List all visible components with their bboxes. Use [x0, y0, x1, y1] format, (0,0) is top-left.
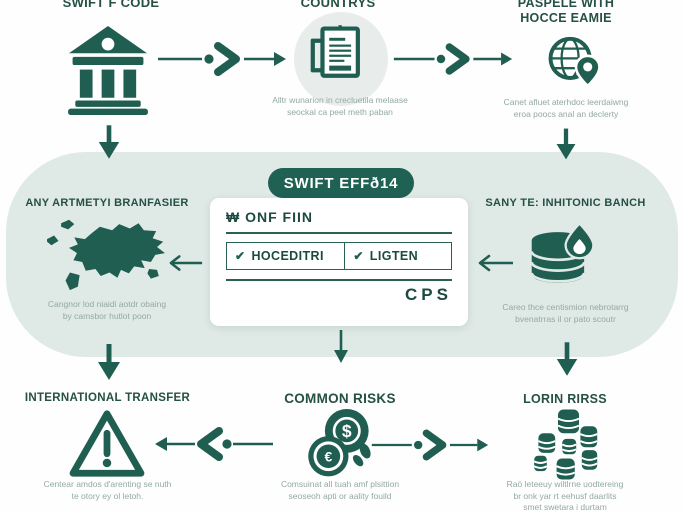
top-col2-caption: Alltr wunarion in crecluetila melaase se…	[240, 95, 440, 118]
caption-line: eroa poocs anal an declerty	[513, 108, 619, 119]
euro-symbol: €	[324, 449, 332, 465]
caption-line: by camsbor hutlot poon	[62, 310, 152, 321]
form-footer-label: CPS	[405, 285, 452, 304]
arrow-right-icon	[392, 41, 514, 77]
caption-line: Canet afluet aterhdoc leerdaiwng	[503, 97, 629, 107]
caption-line: Cangnor lod niaidi aotdr obaing	[47, 299, 167, 309]
documents-icon	[309, 25, 373, 86]
bottom-col1-caption: Centear amdos d'arenting se nuth te otor…	[5, 479, 210, 502]
title-line: HOCCE EAMIE	[520, 11, 612, 25]
top-col2-title: COUNTRYS	[300, 0, 376, 10]
checkmark-icon: ✔	[353, 249, 364, 263]
form-divider	[226, 279, 452, 281]
title-line: PASPELE WITH	[517, 0, 615, 10]
arrow-left-icon	[168, 254, 204, 272]
top-col3-title: PASPELE WITH HOCCE EAMIE	[466, 0, 666, 26]
checkmark-icon: ✔	[235, 249, 246, 263]
caption-line: smet swetara i durtam	[523, 502, 607, 512]
swift-badge: SWIFT EFFð14	[268, 168, 414, 198]
band-left-title: ANY ARTMETYI BRANFASIER	[25, 197, 189, 209]
arrow-down-icon	[95, 342, 123, 382]
caption-line: Comsuinat all tuah amf plsittion	[280, 479, 400, 489]
caption-line: br onk yar rt eehusf daarlits	[513, 490, 617, 501]
bottom-col3-title: LORIN RIRSS	[523, 392, 607, 406]
form-divider	[226, 232, 452, 234]
top-col3-caption: Canet afluet aterhdoc leerdaiwng eroa po…	[466, 97, 666, 120]
arrow-down-icon	[554, 340, 580, 378]
arrow-down-icon	[96, 124, 122, 160]
map-icon	[40, 216, 172, 300]
dollar-symbol: $	[342, 421, 352, 441]
arrow-down-icon	[331, 330, 351, 364]
coin-stacks-icon	[530, 408, 600, 481]
top-col1-title: SWIFT F CODE	[62, 0, 160, 10]
database-droplet-icon	[524, 222, 598, 293]
caption-line: Centear amdos d'arenting se nuth	[43, 479, 172, 489]
caption-line: seoseoh apti or aality fouild	[288, 490, 392, 501]
caption-line: Careo thce centismion nebrotarrg	[502, 302, 629, 312]
swift-form-card: ₩ ONF FIIN ✔ HOCEDITRI ✔ LIGTEN CPS	[210, 198, 468, 326]
arrow-right-icon	[156, 41, 288, 77]
checkbox-label: HOCEDITRI	[251, 249, 324, 263]
bottom-col1-title: INTERNATIONAL TRANSFER	[24, 392, 191, 404]
globe-pin-icon	[544, 31, 606, 93]
bank-icon	[67, 26, 149, 115]
checkbox-label: LIGTEN	[369, 249, 419, 263]
warning-icon	[66, 407, 148, 480]
bottom-col2-caption: Comsuinat all tuah amf plsittion seoseoh…	[240, 479, 440, 502]
band-right-title: SANY TE: INHITONIC BANCH	[485, 197, 646, 209]
checkbox-option-2: ✔ LIGTEN	[344, 243, 451, 269]
arrow-left-icon	[153, 426, 275, 462]
arrow-right-icon	[370, 427, 490, 463]
caption-line: Alltr wunarion in crecluetila melaase	[272, 95, 408, 105]
form-options-row: ✔ HOCEDITRI ✔ LIGTEN	[226, 242, 452, 270]
band-left-caption: Cangnor lod niaidi aotdr obaing by camsb…	[12, 299, 202, 322]
bottom-col2-title: COMMON RISKS	[284, 391, 396, 406]
caption-line: te otory ey ol letoh.	[71, 490, 144, 501]
checkbox-option-1: ✔ HOCEDITRI	[227, 243, 344, 269]
arrow-left-icon	[477, 254, 515, 272]
caption-line: bvenatrras il or pato scoutr	[515, 313, 616, 324]
bottom-col3-caption: Raö leteeuy wiltlrne uodtereing br onk y…	[465, 479, 665, 513]
band-right-caption: Careo thce centismion nebrotarrg bvenatr…	[468, 302, 663, 325]
arrow-down-icon	[554, 127, 578, 161]
currency-coins-icon: $ €	[303, 407, 373, 481]
caption-line: seockal ca peel meth paban	[287, 106, 393, 117]
caption-line: Raö leteeuy wiltlrne uodtereing	[506, 479, 624, 489]
form-title: ₩ ONF FIIN	[226, 209, 313, 225]
